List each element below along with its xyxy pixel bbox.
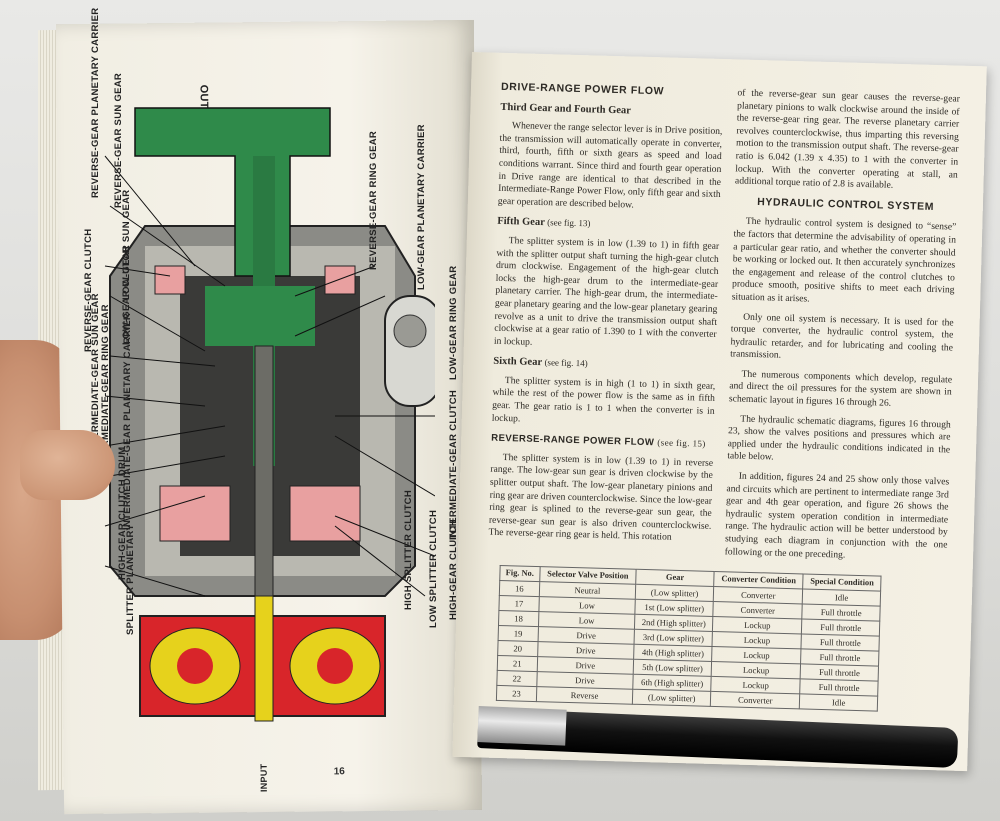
paragraph: of the reverse-gear sun gear causes the … bbox=[734, 87, 961, 191]
label-reverse-gear-sun-gear: REVERSE-GEAR SUN GEAR bbox=[113, 72, 124, 208]
label-low-gear-ring-gear: LOW-GEAR RING GEAR bbox=[448, 265, 459, 380]
table-cell: 23 bbox=[496, 685, 537, 702]
table-cell: 22 bbox=[496, 670, 537, 687]
thumb bbox=[20, 430, 115, 500]
drive-range-heading: DRIVE-RANGE POWER FLOW bbox=[500, 80, 665, 98]
paragraph: The splitter system is in low (1.39 to 1… bbox=[488, 451, 714, 544]
transmission-cutaway-illustration bbox=[104, 107, 435, 722]
label-low-splitter-clutch: LOW SPLITTER CLUTCH bbox=[428, 509, 439, 628]
paragraph: The hydraulic control system is designed… bbox=[731, 216, 957, 305]
table-cell: 19 bbox=[498, 625, 539, 642]
label-reverse-gear-planetary-carrier: REVERSE-GEAR PLANETARY CARRIER bbox=[90, 7, 101, 198]
label-high-splitter-clutch: HIGH SPLITTER CLUTCH bbox=[403, 490, 414, 610]
table-cell: 18 bbox=[498, 610, 539, 627]
hydraulic-heading: HYDRAULIC CONTROL SYSTEM bbox=[757, 195, 935, 213]
right-page-column-2: of the reverse-gear sun gear causes the … bbox=[724, 87, 961, 571]
table-cell: 16 bbox=[499, 580, 540, 597]
label-reverse-gear-ring-gear: REVERSE-GEAR RING GEAR bbox=[368, 130, 379, 270]
right-page: DRIVE-RANGE POWER FLOW Third Gear and Fo… bbox=[452, 52, 987, 772]
table-cell: 20 bbox=[497, 640, 538, 657]
third-fourth-gear-subheading: Third Gear and Fourth Gear bbox=[500, 101, 632, 117]
table-cell: Idle bbox=[799, 694, 878, 712]
header-fig-no: Fig. No. bbox=[499, 565, 540, 582]
table-cell: 21 bbox=[497, 655, 538, 672]
paragraph: The hydraulic schematic diagrams, figure… bbox=[727, 413, 951, 464]
left-page-number: 16 bbox=[333, 766, 345, 778]
hydraulic-condition-table: Fig. No. Selector Valve Position Gear Co… bbox=[496, 565, 882, 712]
label-splitter-planetary: SPLITTER PLANETARY bbox=[125, 524, 136, 635]
pen-cap bbox=[477, 706, 567, 746]
label-intermediate-gear-clutch: INTERMEDIATE-GEAR CLUTCH bbox=[448, 389, 459, 540]
table-cell: (Low splitter) bbox=[632, 689, 711, 707]
right-page-column-1: DRIVE-RANGE POWER FLOW Third Gear and Fo… bbox=[488, 81, 724, 565]
sixth-gear-subheading: Sixth Gear (see fig. 14) bbox=[493, 356, 588, 369]
paragraph: Whenever the range selector lever is in … bbox=[497, 120, 723, 211]
fifth-gear-subheading: Fifth Gear (see fig. 13) bbox=[497, 216, 591, 229]
table-cell: 17 bbox=[498, 595, 540, 612]
paragraph: Only one oil system is necessary. It is … bbox=[730, 311, 954, 362]
paragraph: The splitter system is in low (1.39 to 1… bbox=[493, 235, 720, 348]
paragraph: The splitter system is in high (1 to 1) … bbox=[491, 374, 716, 425]
paragraph: In addition, figures 24 and 25 show only… bbox=[724, 470, 950, 561]
label-low-gear-planetary-carrier: LOW-GEAR PLANETARY CARRIER bbox=[416, 124, 427, 290]
reverse-range-subheading: REVERSE-RANGE POWER FLOW (see fig. 15) bbox=[491, 432, 706, 449]
table-cell: Converter bbox=[710, 691, 801, 710]
input-label: INPUT bbox=[258, 763, 269, 793]
table-cell: Reverse bbox=[536, 686, 633, 705]
paragraph: The numerous components which develop, r… bbox=[728, 368, 953, 409]
